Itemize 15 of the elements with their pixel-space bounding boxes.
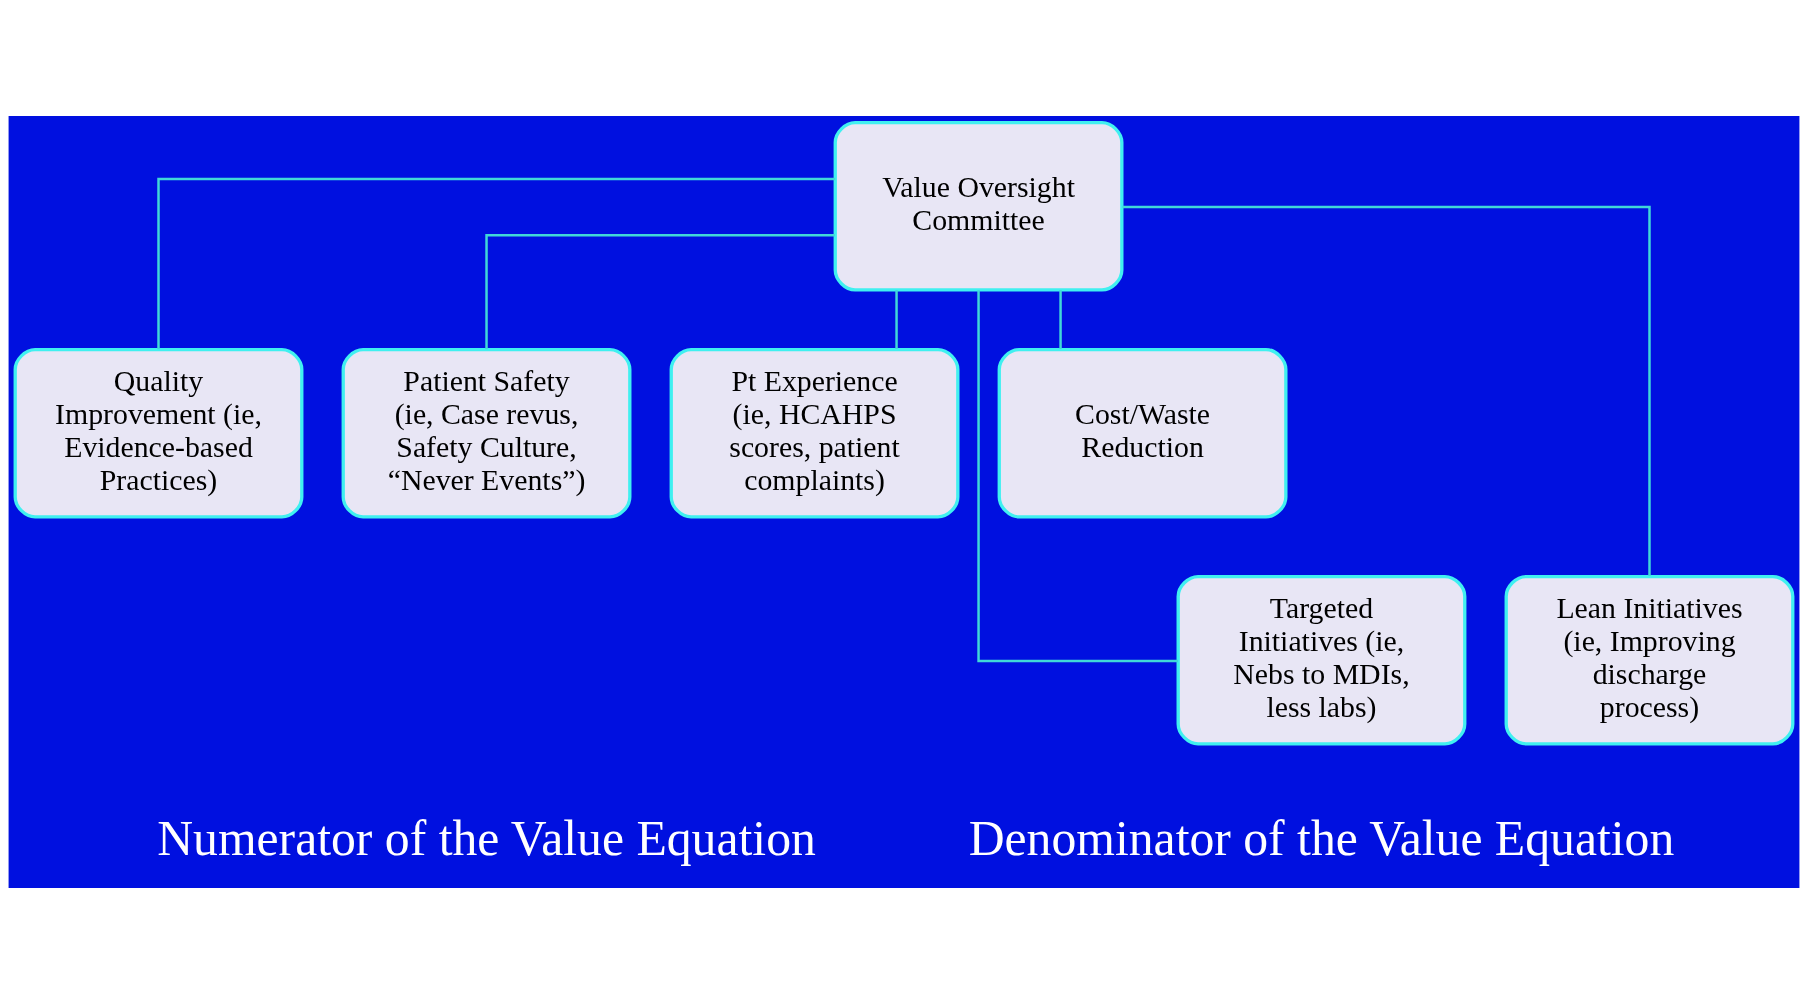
node-box: Pt Experience (ie, HCAHPS scores, patient complaints) [669, 347, 960, 519]
node-box: Patient Safety (ie, Case revus, Safety Culture, “Never Events”) [341, 347, 632, 519]
label: Denominator of the Value Equation [968, 810, 1675, 866]
node-box: Targeted Initiatives (ie, Nebs to MDIs, less labs) [1176, 574, 1467, 746]
connector [1059, 290, 1062, 349]
connector [895, 290, 898, 349]
connector [485, 234, 835, 350]
connector [977, 290, 1179, 663]
node-box: Value Oversight Committee [833, 120, 1124, 292]
node-box: Quality Improvement (ie, Evidence-based Practices) [13, 347, 304, 519]
label: Numerator of the Value Equation [157, 810, 816, 866]
connector [157, 177, 836, 350]
connector [1122, 205, 1651, 577]
node-box: Cost/Waste Reduction [997, 347, 1288, 519]
node-box: Lean Initiatives (ie, Improving discharge process) [1504, 574, 1795, 746]
